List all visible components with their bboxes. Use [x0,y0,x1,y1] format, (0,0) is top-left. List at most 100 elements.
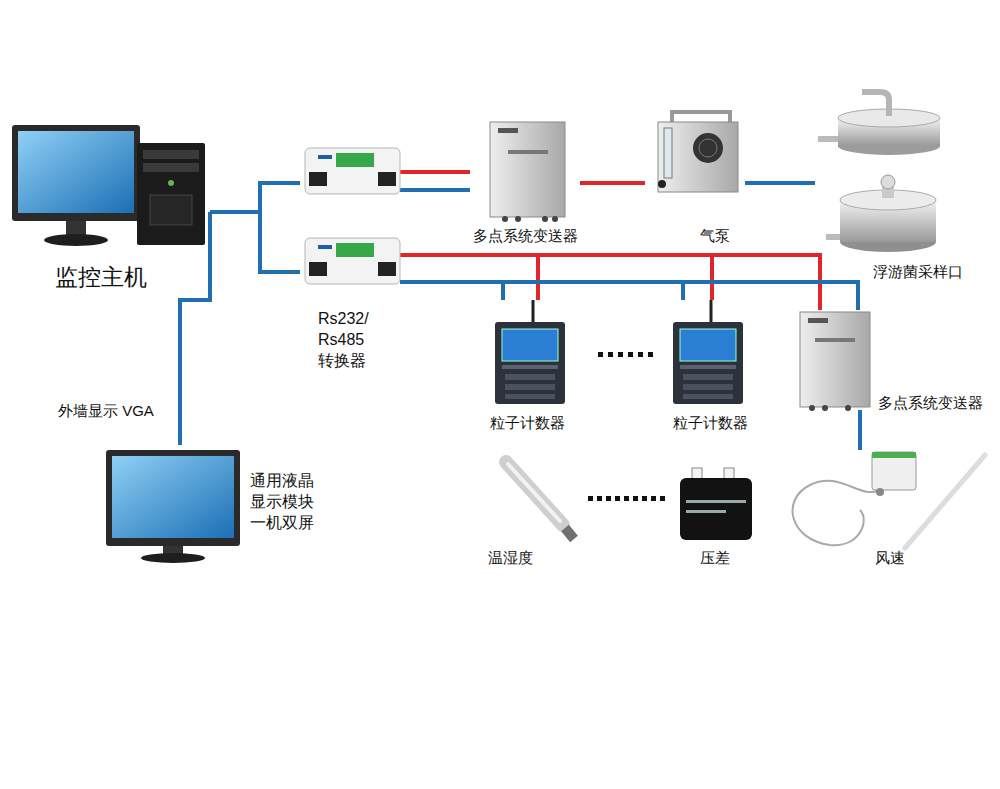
particle-counter: 粒子计数器 [475,300,580,435]
connector [515,216,521,222]
cable-line [400,170,470,174]
flowmeter [664,128,672,178]
monitor-bezel [106,450,240,546]
pump-body [658,122,738,192]
node-label: 监控主机 [55,262,165,292]
node-label: 气泵 [685,226,745,246]
sensor-marking [686,510,726,513]
button-row [683,394,733,399]
sensor-cable [793,481,880,546]
ellipsis-dot [628,352,633,357]
logo-mark [808,318,828,323]
ellipsis-dot [588,496,593,501]
node-label: 多点系统变送器 [878,393,993,413]
ellipsis-dot [642,496,647,501]
front-panel [150,195,192,225]
pressure-sensor [680,478,752,540]
button-row [505,384,555,390]
air-pump: 气泵 [645,105,745,250]
button-row [683,374,733,380]
status-strip [502,365,558,369]
monitoring-host: 监控主机 [5,120,210,295]
cable-line [858,410,862,450]
node-label: 多点系统变送器 [470,226,580,246]
node-label: 通用液晶 显示模块 一机双屏 [250,470,320,533]
port [309,172,327,186]
airflow-housing [872,452,916,490]
cable-line [400,282,683,300]
port [378,172,396,186]
power-light [168,180,174,186]
ellipsis-dot [638,352,643,357]
monitor-base [44,234,108,246]
panel-line [508,150,548,154]
logo-mark [318,155,332,159]
cable-line [400,188,470,192]
antenna [532,300,535,322]
airflow-sensor: 风速 [785,450,985,570]
button-row [505,394,555,399]
status-strip [680,365,736,369]
cable-line [580,181,645,185]
logo-mark [318,245,332,249]
counter-body [673,322,743,404]
vga-cable [180,212,210,445]
air-tube [745,183,815,184]
pump-handle [672,112,730,122]
drive-bay [143,163,199,172]
airflow-rod [905,455,985,548]
button-row [505,374,555,380]
ellipsis-dot [606,496,611,501]
ellipsis-dot [608,352,613,357]
node-label: 压差 [665,548,765,568]
counter-screen [680,329,736,361]
power-cable [580,183,645,184]
signal-cable [400,172,470,190]
bus-wire [260,212,300,272]
cable-line [400,282,503,300]
pc-tower [137,143,205,245]
pressure-sensor: 压差 [665,455,765,570]
node-label: 风速 [865,548,915,568]
sampling-port: 浮游菌采样口 [815,90,985,285]
terminal-block [336,243,374,257]
connector [542,216,548,222]
bus-cable [400,255,858,310]
ellipsis-dot [648,352,653,357]
display-monitor: 通用液晶 显示模块 一机双屏 [100,445,330,565]
cable-line [745,181,815,185]
ellipsis-dot [624,496,629,501]
node-label: Rs232/ Rs485 转换器 [318,308,380,371]
sampler-nozzle [818,136,840,142]
monitor-screen [18,131,134,213]
pump-fan [693,133,723,163]
sensor-marking [686,500,746,503]
bus-cable [400,255,712,300]
ellipsis-dot [597,496,602,501]
monitor-screen [112,456,234,538]
bus-cable [400,255,538,300]
connector [822,405,828,411]
ellipsis-dot [618,352,623,357]
transmitter-box [490,122,565,217]
humidity-sensor: 温湿度 [475,450,585,570]
port [378,262,396,276]
button-row [683,384,733,390]
pump-knob [658,180,666,188]
sampler-knob [881,175,895,189]
particle-counter: 粒子计数器 [660,300,760,435]
cable-gland [876,488,884,496]
ellipsis-dot [651,496,656,501]
serial-converter: Rs232/ Rs485 转换器 [300,140,400,370]
terminal-block [336,153,374,167]
probe-tip [565,528,574,539]
connector [845,405,851,411]
panel-line [815,338,855,342]
ellipsis-dot [598,352,603,357]
fan-ring [699,139,717,157]
cable-line [180,212,210,445]
sensor-cable [860,410,861,450]
converter-body [305,238,400,284]
